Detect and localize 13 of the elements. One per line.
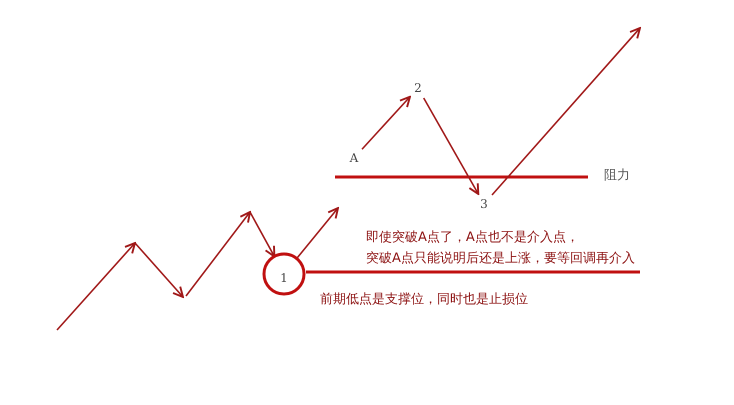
arrow	[249, 212, 276, 258]
arrow	[296, 207, 339, 260]
note-text: 即使突破A点了，A点也不是介入点，	[366, 230, 579, 246]
point-label: 3	[479, 197, 489, 211]
point-label: 1	[279, 271, 289, 285]
note-text: 突破A点只能说明后还是上涨，要等回调再介入	[366, 251, 635, 267]
arrow	[491, 27, 641, 196]
point-label: A	[348, 151, 360, 165]
resistance-label: 阻力	[604, 168, 630, 184]
arrow	[361, 96, 411, 150]
note-text: 前期低点是支撑位，同时也是止损位	[320, 292, 528, 308]
point-label: 2	[413, 81, 423, 95]
arrow	[423, 98, 480, 195]
